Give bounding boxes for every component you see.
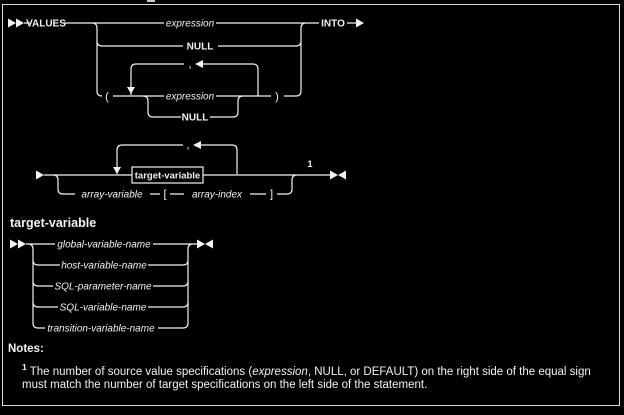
inner-null-label: NULL [182, 113, 209, 124]
note-text-after-term: , NULL, or DEFAULT) on the right side of… [22, 365, 591, 392]
note-expression-term: expression [252, 365, 308, 378]
rail-lines-targets [44, 144, 330, 195]
open-bracket: [ [163, 189, 166, 201]
note-text-before-term: The number of source value specification… [29, 365, 253, 378]
end-of-fragment-icon [197, 239, 213, 249]
target-variable-fragment-diagram: global-variable-name host-variable-name … [10, 239, 213, 335]
footnote-marker: 1 [307, 159, 312, 169]
rail-lines-fragment [26, 243, 197, 329]
sql-parameter-name-label: SQL-parameter-name [54, 282, 152, 293]
start-of-statement-icon [8, 18, 24, 28]
values-into-diagram: VALUES expression NULL ( , expression NU… [8, 18, 364, 124]
host-variable-name-label: host-variable-name [61, 261, 147, 272]
open-paren: ( [105, 91, 109, 103]
target-specification-diagram: target-variable , array-variable [ array… [36, 140, 346, 201]
repeat-down-arrow-icon [127, 87, 135, 94]
close-paren: ) [275, 91, 279, 103]
repeat-left-arrow-icon [195, 60, 203, 68]
start-of-fragment-icon [10, 239, 26, 249]
sql-variable-name-label: SQL-variable-name [60, 303, 147, 314]
rail-lines-main [24, 22, 356, 97]
repeat-down-arrow-icon [113, 167, 121, 174]
close-bracket: ] [270, 189, 273, 201]
repeat-separator-comma: , [186, 140, 189, 152]
target-variable-reference: target-variable [135, 171, 200, 182]
railroad-diagram-svg: VALUES expression NULL ( , expression NU… [8, 18, 364, 335]
global-variable-name-label: global-variable-name [57, 240, 151, 251]
rail-lines-repeat-loop [130, 63, 259, 118]
transition-variable-name-label: transition-variable-name [47, 324, 155, 335]
null-label: NULL [187, 42, 214, 53]
note-footnote-marker: 1 [22, 362, 27, 372]
flow-arrow-icon [356, 18, 364, 28]
into-keyword: INTO [321, 19, 345, 30]
cropped-text-artifact [147, 0, 155, 2]
fragment-heading: target-variable [10, 216, 96, 230]
values-keyword: VALUES [26, 19, 66, 30]
array-variable-label: array-variable [81, 190, 143, 201]
end-of-statement-icon [330, 170, 346, 180]
target-variable-fragment-box [131, 166, 204, 184]
repeat-separator-comma: , [188, 59, 191, 71]
continuation-start-icon [36, 170, 44, 180]
inner-expression-label: expression [166, 92, 215, 103]
repeat-left-arrow-icon [193, 141, 201, 149]
expression-label: expression [166, 19, 215, 30]
array-index-label: array-index [192, 190, 243, 201]
notes-heading: Notes: [8, 343, 44, 355]
